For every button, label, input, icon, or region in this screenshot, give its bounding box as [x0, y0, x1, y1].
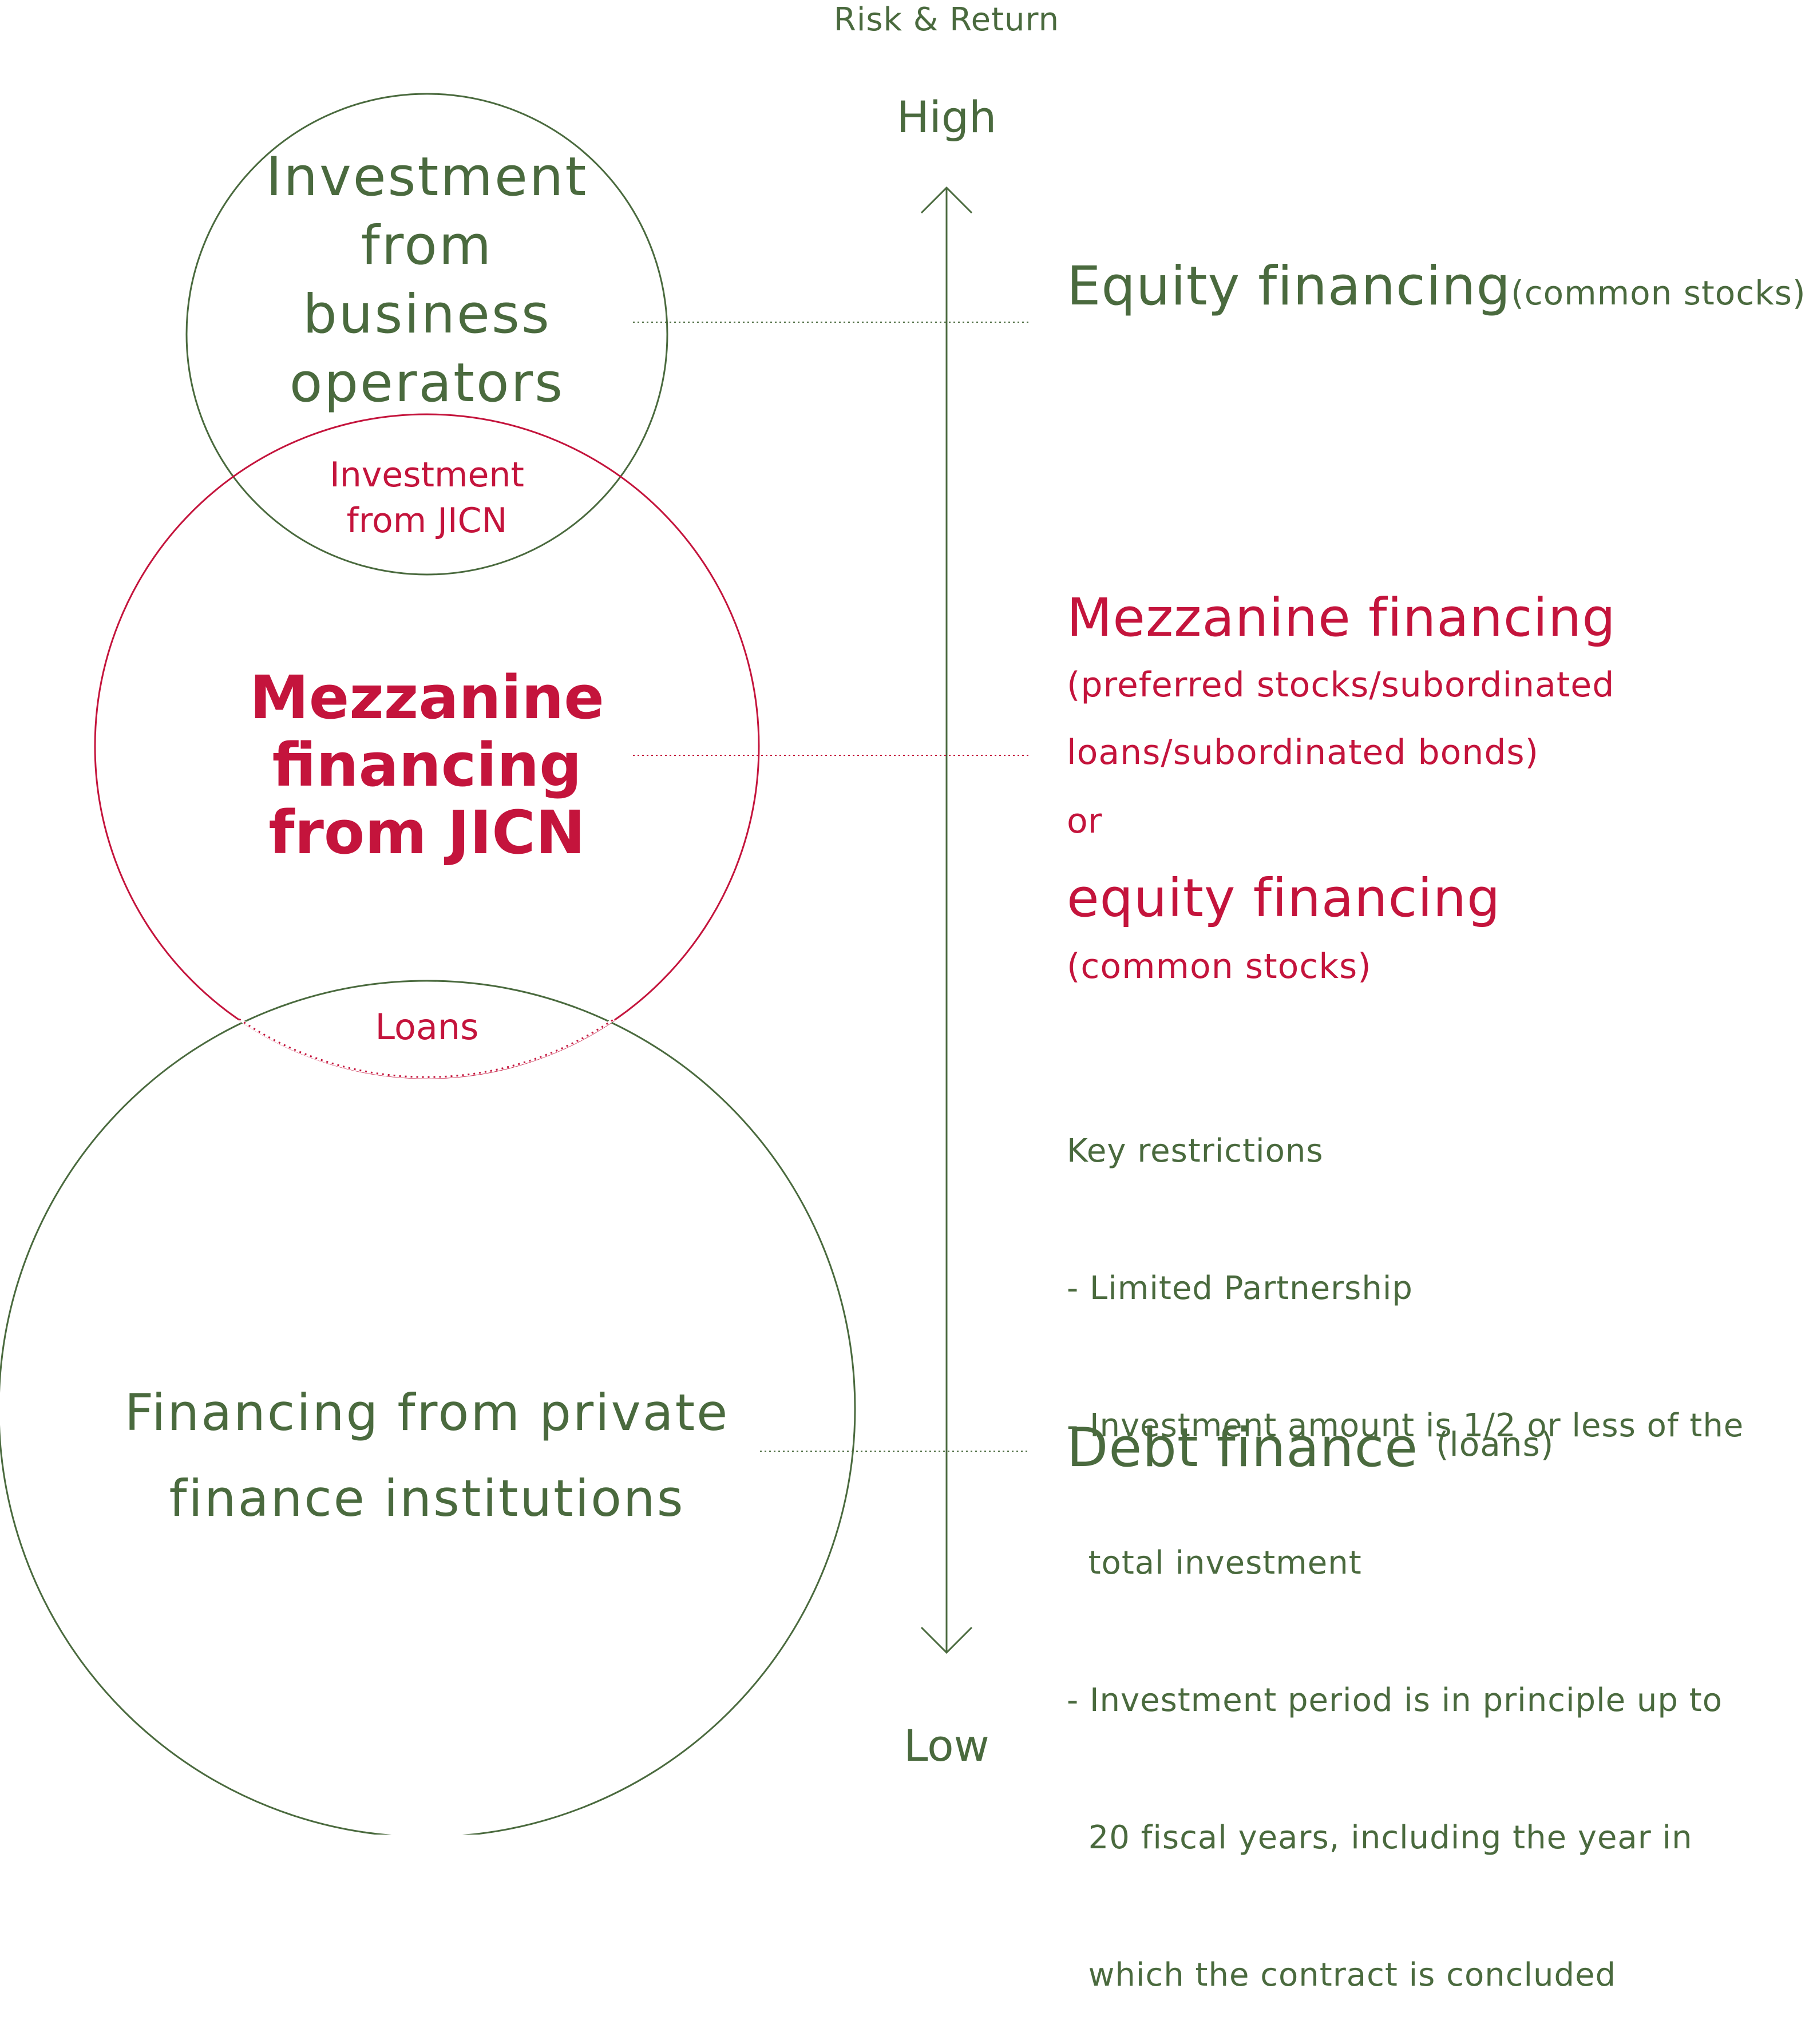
- restrictions-title: Key restrictions: [1067, 1132, 1324, 1170]
- jicn-label-line: from JICN: [268, 798, 585, 867]
- debt-finance-label: Debt finance (loans): [1067, 1417, 1554, 1479]
- jicn-label-line: Mezzanine: [250, 663, 604, 732]
- debt-sub: (loans): [1436, 1425, 1554, 1464]
- mezzanine-jicn-label: Mezzanine financing from JICN: [227, 664, 627, 866]
- axis-high-label: High: [896, 92, 997, 142]
- mezzanine-sub-line1: (preferred stocks/subordinated: [1067, 665, 1615, 705]
- investment-from-jicn-label: Investment from JICN: [312, 452, 541, 544]
- axis-low-label: Low: [904, 1720, 989, 1771]
- mezzanine-equity-sub: (common stocks): [1067, 946, 1372, 987]
- jicn-label-line: financing: [272, 730, 582, 800]
- business-label-line: business: [303, 283, 551, 346]
- arrow-down-head: [920, 1626, 973, 1654]
- arrow-up-head: [920, 186, 973, 214]
- restriction-line: total investment: [1067, 1544, 1362, 1582]
- overlap-top-label-line: Investment: [330, 455, 524, 495]
- private-finance-label: Financing from private finance instituti…: [55, 1370, 799, 1542]
- overlap-top-label-line: from JICN: [346, 501, 508, 541]
- debt-main: Debt finance: [1067, 1417, 1419, 1479]
- private-label-line: finance institutions: [169, 1469, 685, 1528]
- axis-title: Risk & Return: [833, 1, 1060, 38]
- mezzanine-financing-main: Mezzanine financing: [1067, 587, 1616, 648]
- restriction-line: which the contract is concluded: [1067, 1956, 1617, 1994]
- restriction-line: 20 fiscal years, including the year in: [1067, 1819, 1693, 1856]
- equity-sub: (common stocks): [1511, 274, 1806, 312]
- business-label-line: operators: [289, 352, 565, 414]
- business-label-line: from: [361, 215, 493, 277]
- restriction-line: - Limited Partnership: [1067, 1270, 1413, 1307]
- restriction-line: - Investment amount is 1/2 or less of th…: [1067, 1407, 1744, 1444]
- overlap-dotted-arc-dots: [239, 1018, 615, 1078]
- loans-overlap-label: Loans: [375, 1006, 479, 1048]
- mezzanine-or: or: [1067, 801, 1102, 841]
- restriction-line: - Investment period is in principle up t…: [1067, 1682, 1723, 1719]
- key-restrictions: Key restrictions - Limited Partnership -…: [1067, 1037, 1744, 2044]
- circle-business-operators: [185, 93, 668, 576]
- business-label-line: Investment: [266, 146, 588, 208]
- mezzanine-equity-main: equity financing: [1067, 867, 1501, 929]
- equity-financing-label: Equity financing(common stocks): [1067, 255, 1806, 318]
- business-operators-label: Investment from business operators: [255, 143, 599, 418]
- private-label-line: Financing from private: [124, 1383, 730, 1442]
- circle-private-finance: [0, 980, 856, 1835]
- equity-main: Equity financing: [1067, 255, 1511, 318]
- diagram-canvas: [0, 93, 1030, 1835]
- mezzanine-sub-line2: loans/subordinated bonds): [1067, 732, 1539, 773]
